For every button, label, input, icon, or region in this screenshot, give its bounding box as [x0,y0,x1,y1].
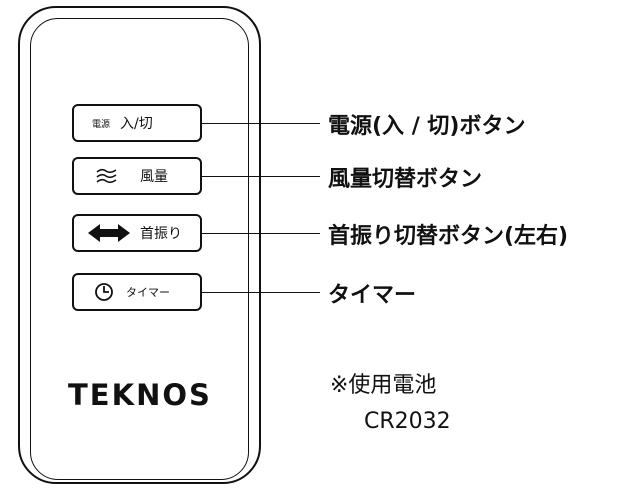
oscillation-connector-line [202,233,320,234]
timer-button[interactable]: タイマー [72,273,202,311]
wind-icon [94,166,120,186]
timer-connector-line [202,292,320,293]
timer-callout: タイマー [328,283,417,308]
oscillation-callout: 首振り切替ボタン(左右) [328,224,569,249]
power-button[interactable]: 電源 入/切 [72,104,202,142]
power-button-label: 入/切 [120,116,153,132]
oscillation-button-label: 首振り [140,226,182,242]
power-small-label: 電源 [92,119,111,130]
battery-model: CR2032 [364,409,451,434]
fan-speed-button[interactable]: 風量 [72,157,202,195]
fan-speed-connector-line [202,176,320,177]
fan-speed-callout: 風量切替ボタン [328,167,483,192]
brand-logo: TEKNOS [68,378,212,412]
clock-icon [94,282,114,302]
timer-button-label: タイマー [126,286,170,299]
oscillation-button[interactable]: 首振り [72,214,202,252]
power-connector-line [202,123,320,124]
fan-speed-button-label: 風量 [140,169,168,185]
power-callout: 電源(入 / 切)ボタン [328,114,526,139]
remote-inner-outline [30,18,249,480]
left-right-arrow-icon [88,223,130,243]
battery-label: ※使用電池 [330,373,437,398]
battery-note: ※使用電池 CR2032 [330,368,451,440]
